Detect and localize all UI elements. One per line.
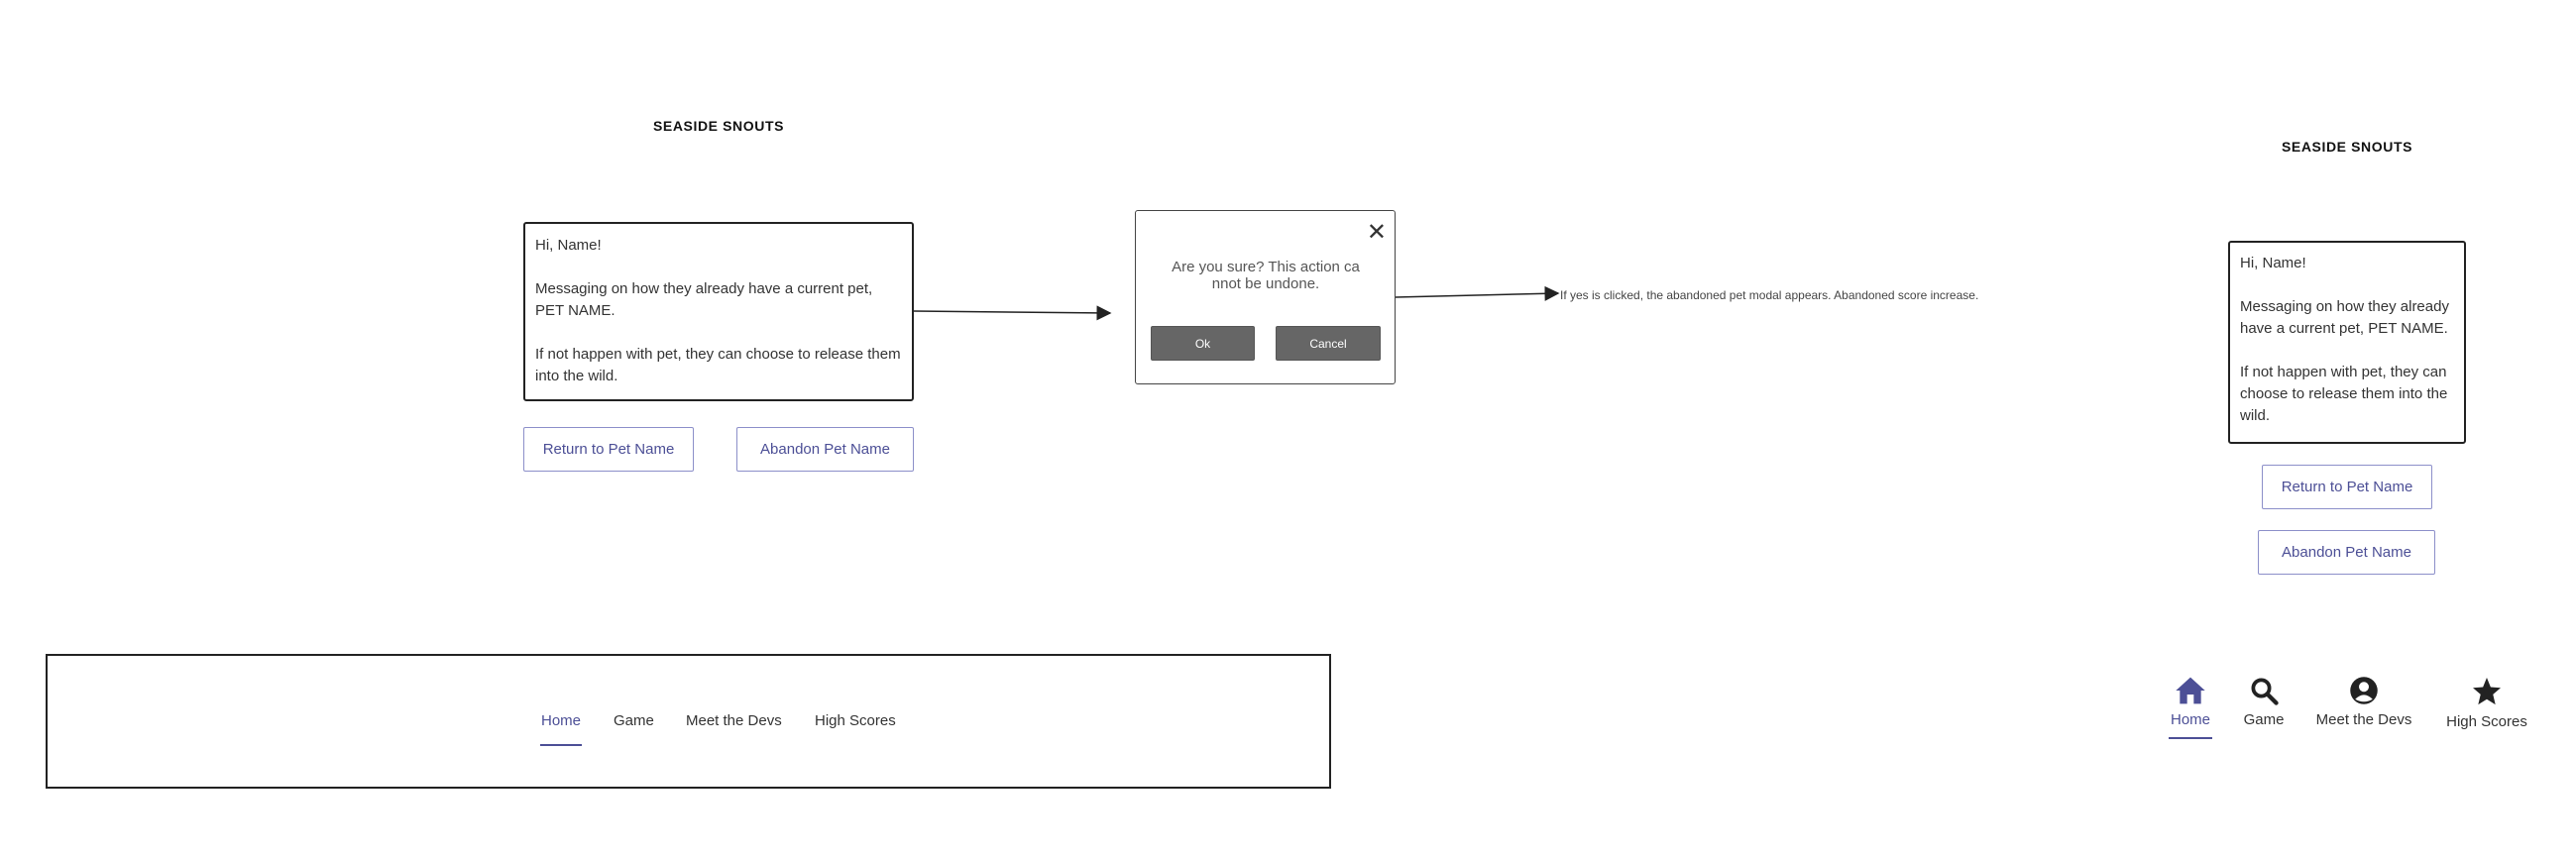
desktop-message-box: Hi, Name! Messaging on how they already … <box>523 222 914 401</box>
mobile-nav-home-label: Home <box>2170 711 2210 728</box>
arrow-to-modal <box>913 305 1112 321</box>
arrow-to-note <box>1395 285 1560 301</box>
nav-high-scores[interactable]: High Scores <box>815 712 896 729</box>
mobile-greeting-text: Hi, Name! <box>2240 255 2306 271</box>
flow-annotation: If yes is clicked, the abandoned pet mod… <box>1560 288 1979 302</box>
message-footer-text: If not happen with pet, they can choose … <box>535 346 901 384</box>
nav-game[interactable]: Game <box>614 712 654 729</box>
desktop-navbar: Home Game Meet the Devs High Scores <box>46 654 1331 789</box>
nav-active-underline <box>540 744 582 746</box>
confirm-modal-text: Are you sure? This action ca nnot be und… <box>1172 259 1360 292</box>
mobile-nav-high-scores[interactable]: High Scores <box>2437 676 2536 730</box>
mobile-nav-meet-the-devs[interactable]: Meet the Devs <box>2309 676 2418 728</box>
greeting-text: Hi, Name! <box>535 237 602 254</box>
mobile-nav-game[interactable]: Game <box>2234 676 2294 728</box>
mobile-nav-active-underline <box>2169 737 2212 739</box>
account-icon <box>2350 677 2378 704</box>
mobile-return-to-pet-button[interactable]: Return to Pet Name <box>2262 465 2432 509</box>
abandon-pet-button[interactable]: Abandon Pet Name <box>736 427 914 472</box>
home-icon <box>2176 677 2205 704</box>
mobile-nav-meet-the-devs-label: Meet the Devs <box>2315 711 2412 728</box>
nav-home[interactable]: Home <box>541 712 582 729</box>
desktop-brand-title: SEASIDE SNOUTS <box>652 118 785 134</box>
mobile-nav-high-scores-label: High Scores <box>2446 713 2527 730</box>
mobile-brand-title: SEASIDE SNOUTS <box>2281 139 2413 155</box>
ok-button[interactable]: Ok <box>1151 326 1255 361</box>
mobile-abandon-pet-button[interactable]: Abandon Pet Name <box>2258 530 2435 575</box>
message-body-text: Messaging on how they already have a cur… <box>535 280 873 319</box>
search-icon <box>2251 678 2279 705</box>
mobile-message-footer-text: If not happen with pet, they can choose … <box>2240 364 2448 424</box>
nav-meet-the-devs[interactable]: Meet the Devs <box>686 712 782 729</box>
return-to-pet-button[interactable]: Return to Pet Name <box>523 427 694 472</box>
mobile-message-body-text: Messaging on how they already have a cur… <box>2240 298 2449 337</box>
mobile-nav-game-label: Game <box>2243 711 2285 728</box>
star-icon <box>2473 678 2501 705</box>
confirm-modal: ✕ Are you sure? This action ca nnot be u… <box>1135 210 1396 384</box>
cancel-button[interactable]: Cancel <box>1276 326 1381 361</box>
close-icon[interactable]: ✕ <box>1366 219 1387 246</box>
mobile-message-box: Hi, Name! Messaging on how they already … <box>2228 241 2466 444</box>
mobile-nav-home[interactable]: Home <box>2161 676 2220 739</box>
